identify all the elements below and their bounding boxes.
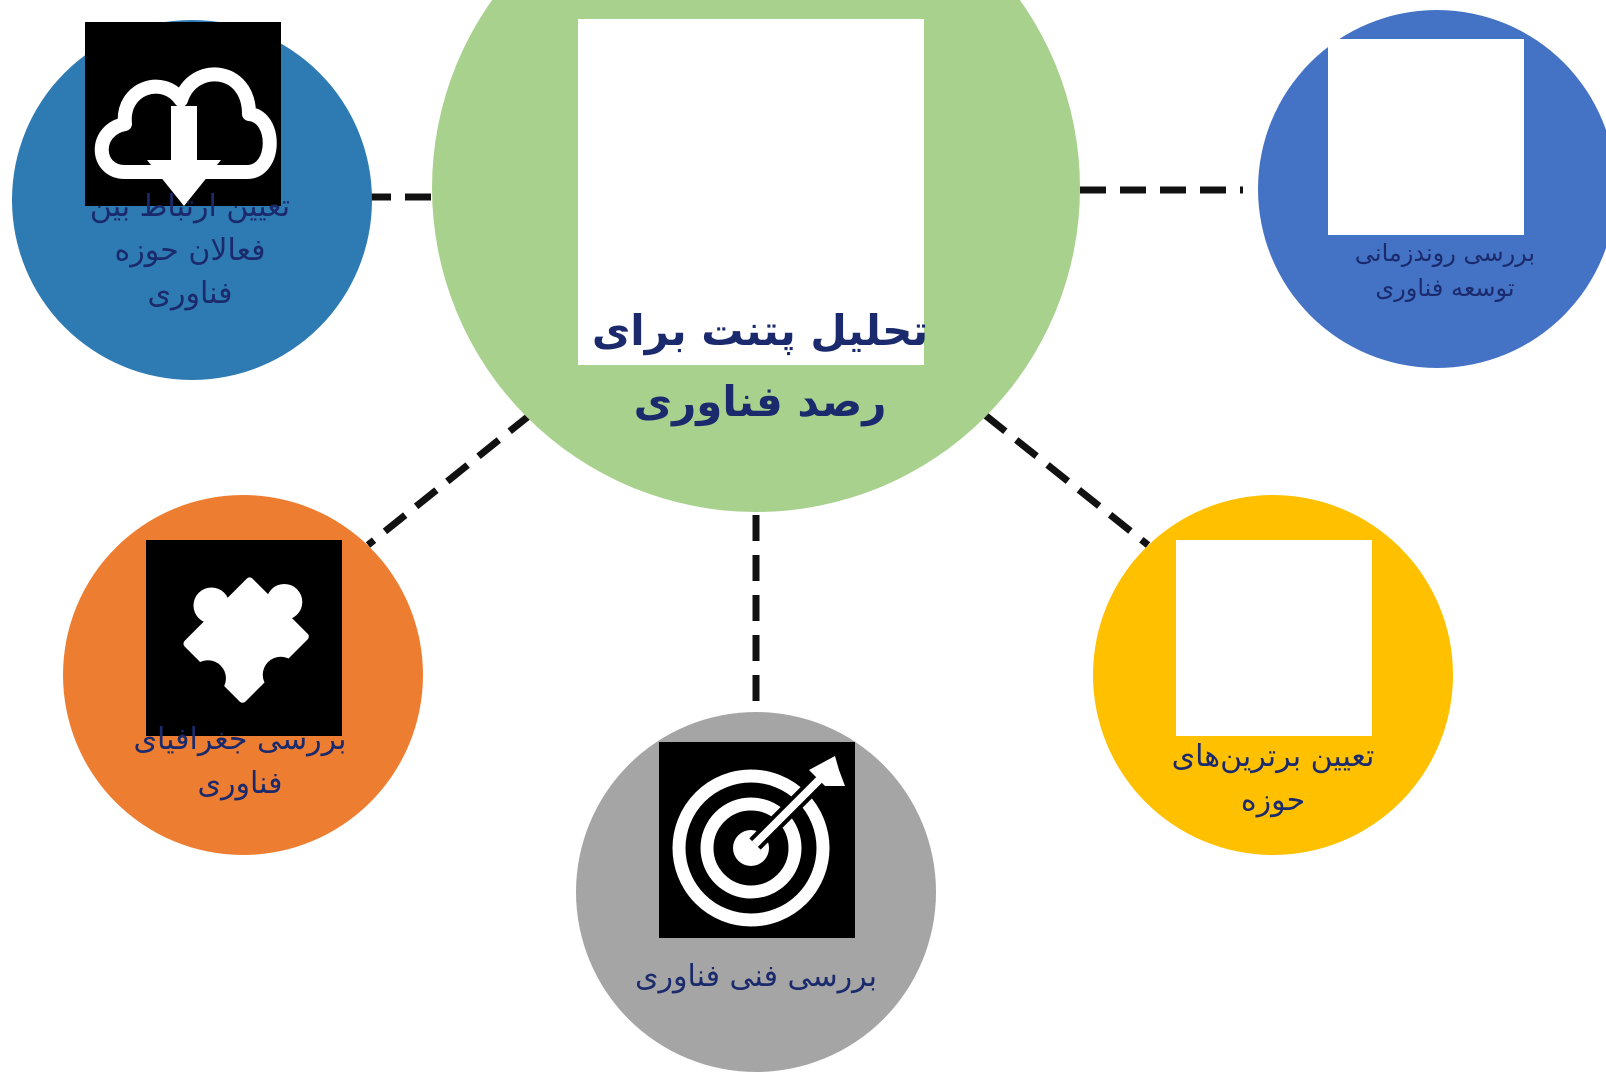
node-technical-line1: بررسی فنی فناوری: [635, 959, 877, 994]
node-timeline-label: بررسی روندزمانی توسعه فناوری: [1300, 236, 1590, 306]
node-timeline-line2: توسعه فناوری: [1375, 273, 1515, 302]
blank-icon: [1176, 540, 1372, 736]
center-title-line1: تحلیل پتنت برای: [591, 306, 929, 355]
node-geography-line1: بررسی جغرافیای: [133, 722, 347, 757]
node-leaders-label: تعیین برترین‌های حوزه: [1113, 735, 1433, 822]
center-placeholder-image: [578, 19, 924, 365]
connector-geography: [365, 412, 533, 548]
node-geography-line2: فناوری: [197, 765, 283, 801]
node-stakeholders-line3: فناوری: [147, 276, 233, 311]
node-leaders-line2: حوزه: [1240, 782, 1306, 818]
cloud-download-icon: [85, 22, 281, 206]
target-icon: [659, 742, 855, 938]
node-timeline-line1: بررسی روندزمانی: [1354, 239, 1536, 267]
node-stakeholders-label: تعیین ارتباط بین فعالان حوزه فناوری: [30, 185, 350, 316]
node-leaders-line1: تعیین برترین‌های: [1171, 739, 1375, 774]
blank-icon: [1328, 39, 1524, 235]
node-stakeholders-line2: فعالان حوزه: [114, 232, 266, 268]
connector-leaders: [982, 412, 1151, 548]
center-title-line2: رصد فناوری: [633, 377, 887, 427]
puzzle-icon: [146, 540, 342, 736]
center-title: تحلیل پتنت برای رصد فناوری: [560, 295, 960, 438]
node-stakeholders-line1: تعیین ارتباط بین: [89, 189, 291, 224]
node-technical-label: بررسی فنی فناوری: [596, 955, 916, 999]
node-geography-label: بررسی جغرافیای فناوری: [80, 718, 400, 805]
